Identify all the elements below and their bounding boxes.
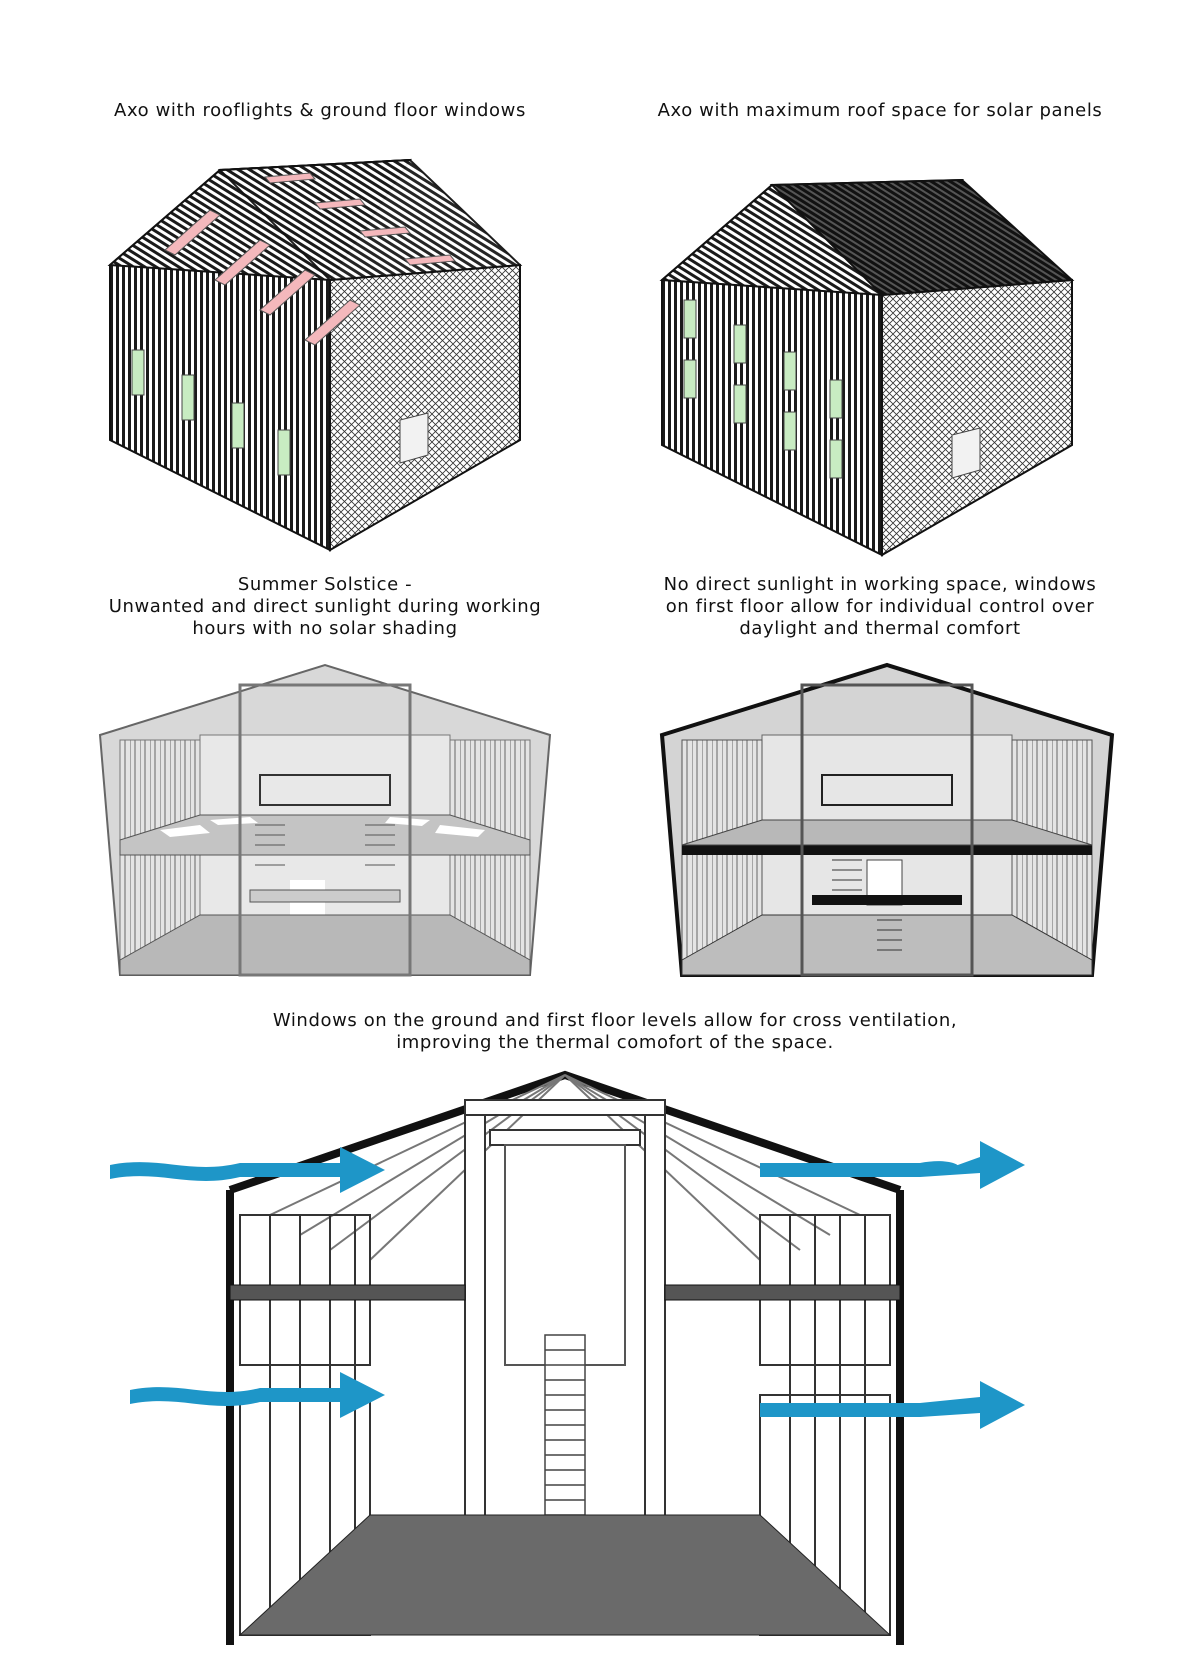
airflow-arrow-icon	[110, 1141, 1025, 1429]
summer-solstice-section	[98, 663, 552, 980]
rooflights-left	[164, 209, 361, 346]
caption-axo-solar: Axo with maximum roof space for solar pa…	[657, 100, 1103, 121]
side-door	[399, 412, 429, 464]
axo-solar-drawing	[659, 178, 1102, 560]
windows	[683, 299, 843, 479]
side-wall	[881, 278, 1073, 557]
side-door	[951, 427, 981, 479]
cross-ventilation-section	[100, 1070, 1100, 1655]
side-wall	[329, 263, 521, 552]
caption-cross-ventilation: Windows on the ground and first floor le…	[272, 1010, 958, 1053]
caption-no-direct-sun: No direct sunlight in working space, win…	[663, 574, 1097, 639]
caption-summer-solstice: Summer Solstice - Unwanted and direct su…	[108, 574, 542, 639]
caption-axo-rooflights: Axo with rooflights & ground floor windo…	[114, 100, 526, 121]
rooflights-right	[264, 172, 456, 266]
axo-rooflights-drawing	[107, 155, 550, 555]
ground-floor-windows	[131, 349, 291, 476]
no-direct-sun-section	[659, 662, 1115, 980]
solar-roof	[769, 178, 1075, 297]
